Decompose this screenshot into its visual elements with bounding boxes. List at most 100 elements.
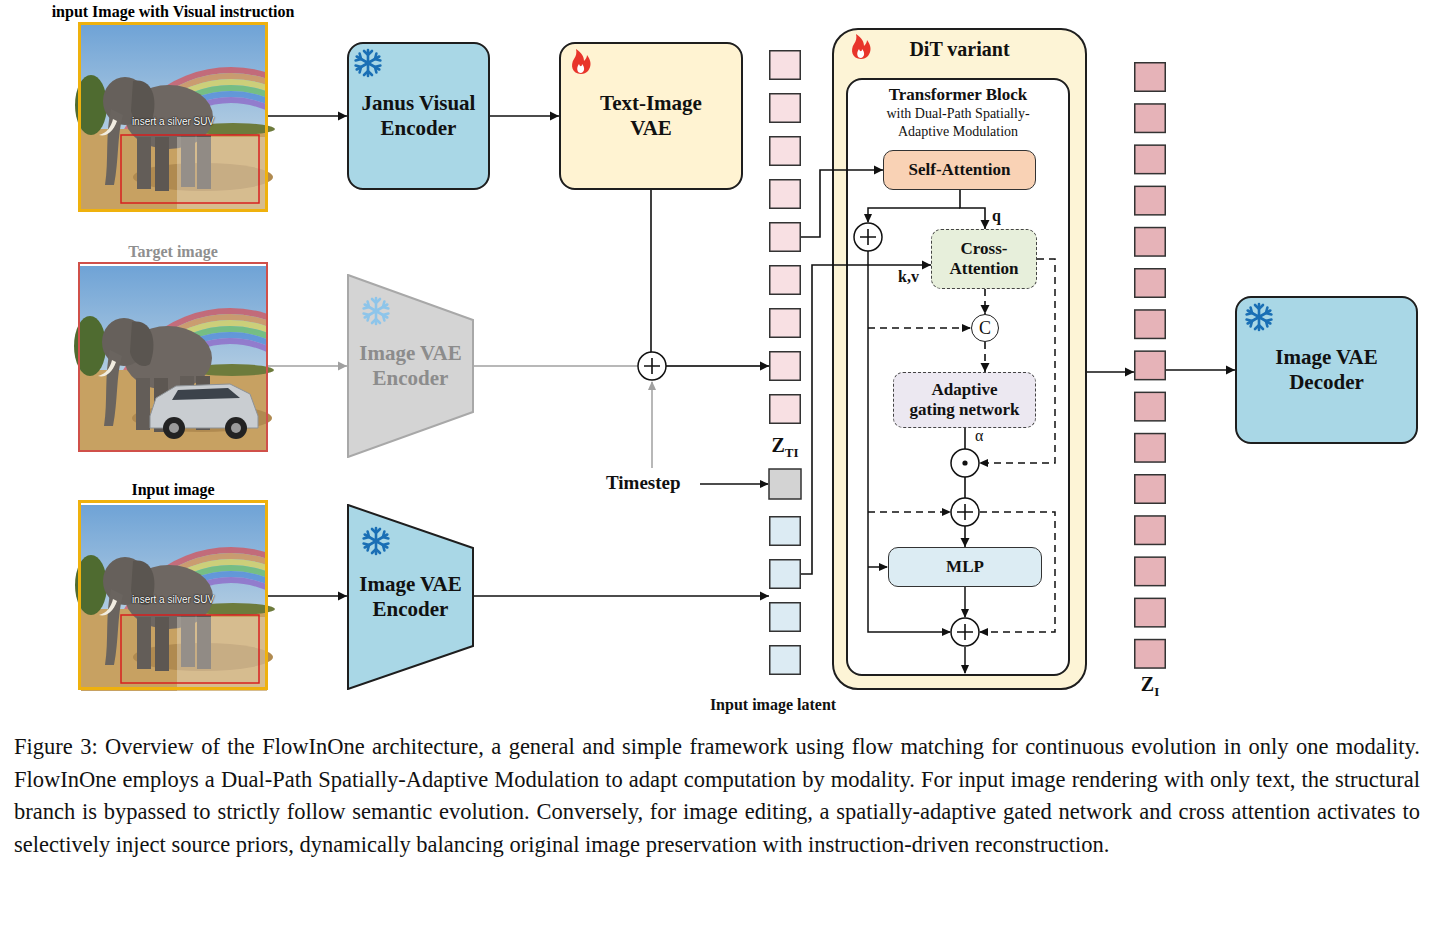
label-holder: Timestep bbox=[606, 471, 681, 495]
connector bbox=[1166, 369, 1235, 371]
suv bbox=[150, 384, 258, 439]
token-square bbox=[1135, 145, 1166, 174]
token-squares bbox=[769, 516, 801, 675]
drawing-part bbox=[964, 647, 966, 673]
drawing-part bbox=[651, 382, 653, 468]
token-square bbox=[770, 94, 801, 123]
token-square bbox=[1135, 598, 1166, 627]
sum-symbol bbox=[854, 223, 882, 251]
connector bbox=[490, 115, 559, 117]
token-square bbox=[770, 51, 801, 80]
connector bbox=[801, 265, 931, 574]
connector bbox=[268, 595, 347, 597]
group-title: Transformer Block bbox=[889, 85, 1028, 105]
column-symbol: Z bbox=[1141, 673, 1154, 695]
connector bbox=[268, 115, 347, 117]
image-heading: Target image bbox=[8, 242, 338, 262]
edge-label-holder: q bbox=[991, 207, 1002, 225]
drawing-part bbox=[868, 566, 887, 568]
token-square bbox=[1135, 104, 1166, 133]
drawing-part bbox=[980, 512, 1055, 632]
drawing-part bbox=[700, 483, 768, 485]
box-label: Cross- Attention bbox=[935, 239, 1033, 279]
token-square bbox=[770, 395, 801, 424]
attention-box: Self-Attention bbox=[883, 150, 1036, 190]
token-square bbox=[1135, 228, 1166, 256]
image-heading: Input image bbox=[8, 480, 338, 500]
box-label: Image VAE Decoder bbox=[1262, 345, 1392, 395]
image-instruction-text: insert a silver SUV bbox=[132, 594, 214, 606]
box-label: Self-Attention bbox=[909, 160, 1011, 180]
arrowhead bbox=[338, 592, 347, 601]
photo bbox=[74, 266, 350, 452]
column-symbol: Z bbox=[771, 434, 784, 456]
timestep-token bbox=[769, 469, 801, 499]
arrowhead bbox=[338, 362, 347, 371]
token-square bbox=[1135, 186, 1166, 215]
edge-label-holder: k,v bbox=[897, 268, 920, 286]
gating-box: Adaptive gating network bbox=[893, 372, 1036, 428]
photo bbox=[75, 25, 351, 211]
image-panel: Input imageinsert a silver SUV bbox=[78, 480, 268, 690]
token-square bbox=[770, 137, 801, 166]
drawing-part bbox=[868, 208, 960, 222]
frozen-icon bbox=[364, 528, 389, 554]
trapezoid-shape bbox=[348, 275, 473, 457]
image-frame bbox=[78, 262, 268, 452]
edge-label: k,v bbox=[897, 268, 920, 286]
token-square bbox=[770, 266, 801, 295]
gate-symbol: α bbox=[975, 427, 983, 445]
arrowhead bbox=[760, 362, 769, 371]
token-square bbox=[770, 223, 801, 252]
arrowhead bbox=[922, 261, 931, 270]
column-symbol: Input image latent bbox=[710, 696, 836, 713]
arrowhead bbox=[874, 166, 883, 175]
token-squares bbox=[1134, 62, 1166, 669]
image-instruction-text: insert a silver SUV bbox=[132, 116, 214, 128]
caption-holder: Figure 3: Overview of the FlowInOne arch… bbox=[14, 731, 1420, 861]
drawing-part bbox=[868, 511, 950, 513]
image-frame: insert a silver SUV bbox=[78, 500, 268, 690]
token-square bbox=[1135, 434, 1166, 463]
trainable-icon bbox=[572, 49, 591, 74]
transformer-block: Transformer Blockwith Dual-Path Spatiall… bbox=[846, 78, 1070, 676]
image-panel: input Image with Visual instructioninser… bbox=[78, 2, 268, 212]
encoder-trapezoid: Image VAE Encoder bbox=[347, 504, 474, 690]
token-square bbox=[770, 603, 801, 632]
encoder-label: Image VAE Encoder bbox=[355, 572, 467, 622]
token-square bbox=[770, 309, 801, 338]
arrowhead bbox=[550, 112, 559, 121]
trainable-icon bbox=[852, 34, 871, 59]
frozen-icon bbox=[356, 50, 381, 76]
box-label: C bbox=[979, 318, 991, 338]
group-title: DiT variant bbox=[909, 36, 1009, 62]
box-label: Adaptive gating network bbox=[897, 380, 1032, 420]
edit-box bbox=[121, 135, 267, 211]
frozen-icon bbox=[364, 298, 389, 324]
token-square bbox=[770, 560, 801, 589]
token-square bbox=[1135, 63, 1166, 92]
arrowhead bbox=[961, 538, 970, 547]
latent-column: ZI bbox=[1134, 62, 1166, 695]
token-square bbox=[1135, 310, 1166, 339]
arrowhead bbox=[1125, 368, 1134, 377]
arrowhead bbox=[760, 362, 769, 371]
concat-circle: C bbox=[971, 314, 999, 342]
token-square bbox=[1135, 516, 1166, 545]
box-label: MLP bbox=[946, 557, 984, 577]
drawing-part bbox=[868, 327, 970, 329]
drawing-part bbox=[964, 587, 966, 617]
connector bbox=[268, 365, 347, 367]
token-square bbox=[1135, 475, 1166, 504]
label-holder: α bbox=[975, 427, 983, 445]
column-label: Input image latent bbox=[673, 695, 873, 715]
connector bbox=[474, 595, 769, 597]
attention-box: Cross- Attention bbox=[931, 229, 1037, 289]
photo bbox=[75, 505, 351, 691]
token-square bbox=[770, 646, 801, 675]
encoder-label: Image VAE Encoder bbox=[355, 341, 467, 391]
edge-label: q bbox=[991, 207, 1002, 225]
token-square bbox=[770, 180, 801, 209]
figure-caption: Figure 3: Overview of the FlowInOne arch… bbox=[14, 731, 1420, 861]
arrowhead bbox=[981, 220, 990, 229]
